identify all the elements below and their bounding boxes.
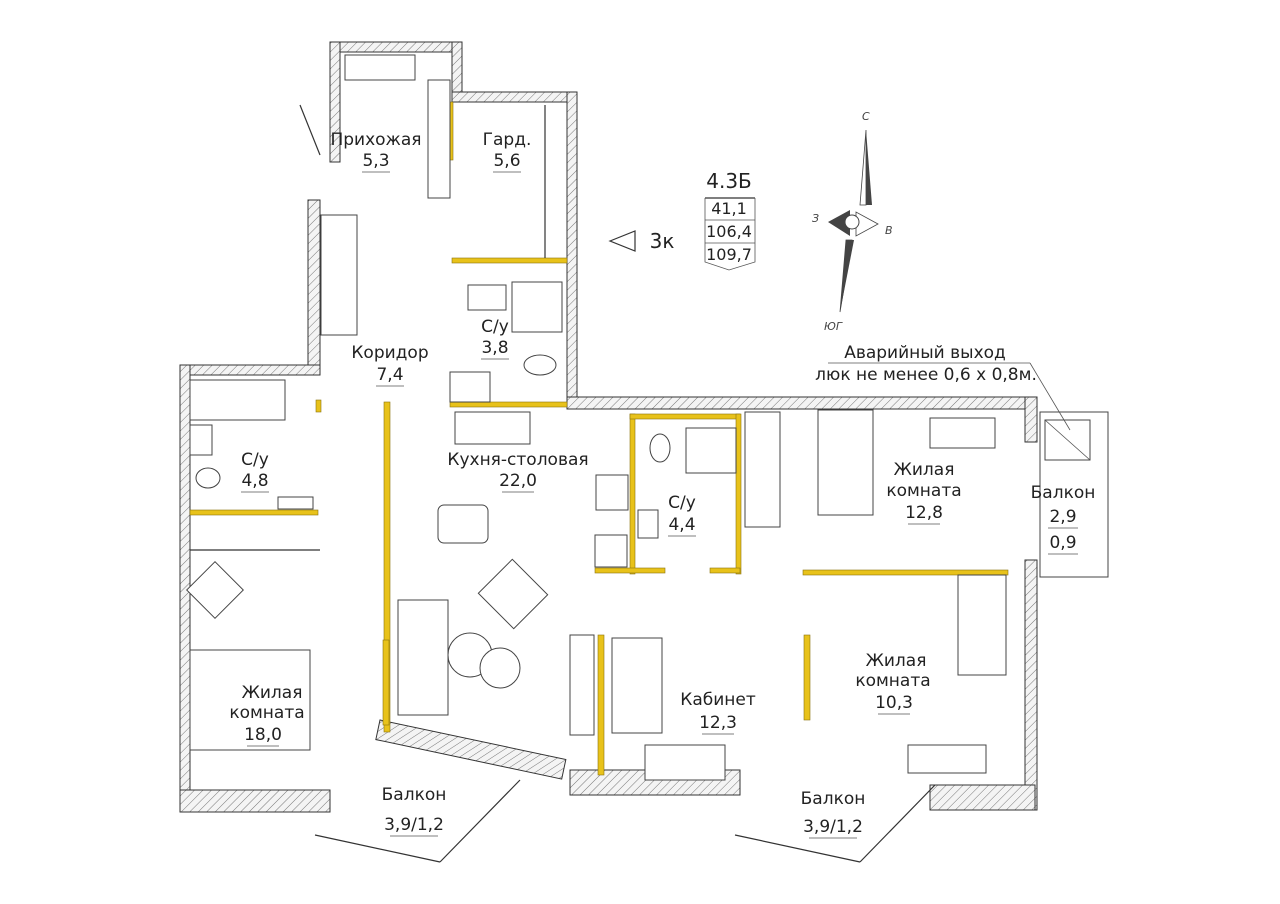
room-bath3-area: 4,4 xyxy=(668,515,695,535)
room-corridor-area: 7,4 xyxy=(376,365,403,385)
room-bedroom2-area: 18,0 xyxy=(244,725,282,745)
plan-code: 4.3Б xyxy=(706,169,752,193)
room-balcony1-area: 2,9 xyxy=(1049,507,1076,527)
room-hallway-name: Прихожая xyxy=(330,130,421,150)
plan-header: 4.3Б 41,1 106,4 109,7 xyxy=(704,169,756,271)
entrance-arrow-icon xyxy=(608,230,636,252)
room-bath2-name: С/у xyxy=(241,450,269,470)
compass-east: В xyxy=(885,224,893,237)
room-bedroom2-name: Жилая xyxy=(242,683,303,703)
room-balcony2-name: Балкон xyxy=(382,785,447,805)
room-bath2-area: 4,8 xyxy=(241,471,268,491)
room-bath1-name: С/у xyxy=(481,317,509,337)
rooms-label: 3к xyxy=(650,229,675,253)
room-bath1-area: 3,8 xyxy=(481,338,508,358)
emergency-note: люк не менее 0,6 х 0,8м. xyxy=(815,365,1037,385)
room-labels: Прихожая 5,3 Гард. 5,6 С/у 3,8 Коридор 7… xyxy=(229,130,1096,839)
room-bedroom3-area: 10,3 xyxy=(875,693,913,713)
room-bedroom1-name2: комната xyxy=(886,481,961,501)
area-full: 109,7 xyxy=(706,245,752,264)
room-balcony1-area2: 0,9 xyxy=(1049,533,1076,553)
room-bedroom3-name: Жилая xyxy=(866,651,927,671)
emergency-leader xyxy=(1029,362,1071,431)
furniture xyxy=(186,54,1109,781)
emergency-title: Аварийный выход xyxy=(844,343,1006,363)
room-study-name: Кабинет xyxy=(680,690,756,710)
room-kitchen-area: 22,0 xyxy=(499,471,537,491)
compass-south: ЮГ xyxy=(824,320,843,333)
room-balcony2-area: 3,9/1,2 xyxy=(384,815,444,835)
compass-icon: С ЮГ З В xyxy=(812,110,893,333)
area-total: 106,4 xyxy=(706,222,752,241)
room-bedroom1-area: 12,8 xyxy=(905,503,943,523)
room-balcony3-name: Балкон xyxy=(801,789,866,809)
balconies xyxy=(314,779,936,863)
room-wardrobe-area: 5,6 xyxy=(493,151,520,171)
room-study-area: 12,3 xyxy=(699,713,737,733)
room-wardrobe-name: Гард. xyxy=(483,130,532,150)
room-bedroom3-name2: комната xyxy=(855,671,930,691)
outer-walls xyxy=(179,41,1038,813)
room-balcony1-name: Балкон xyxy=(1031,483,1096,503)
room-balcony3-area: 3,9/1,2 xyxy=(803,817,863,837)
room-bath3-name: С/у xyxy=(668,493,696,513)
compass-north: С xyxy=(862,110,870,123)
room-hallway-area: 5,3 xyxy=(362,151,389,171)
room-bedroom1-name: Жилая xyxy=(894,460,955,480)
area-living: 41,1 xyxy=(711,199,747,218)
room-kitchen-name: Кухня-столовая xyxy=(447,450,588,470)
room-corridor-name: Коридор xyxy=(351,343,428,363)
compass-west: З xyxy=(812,212,819,225)
room-bedroom2-name2: комната xyxy=(229,703,304,723)
